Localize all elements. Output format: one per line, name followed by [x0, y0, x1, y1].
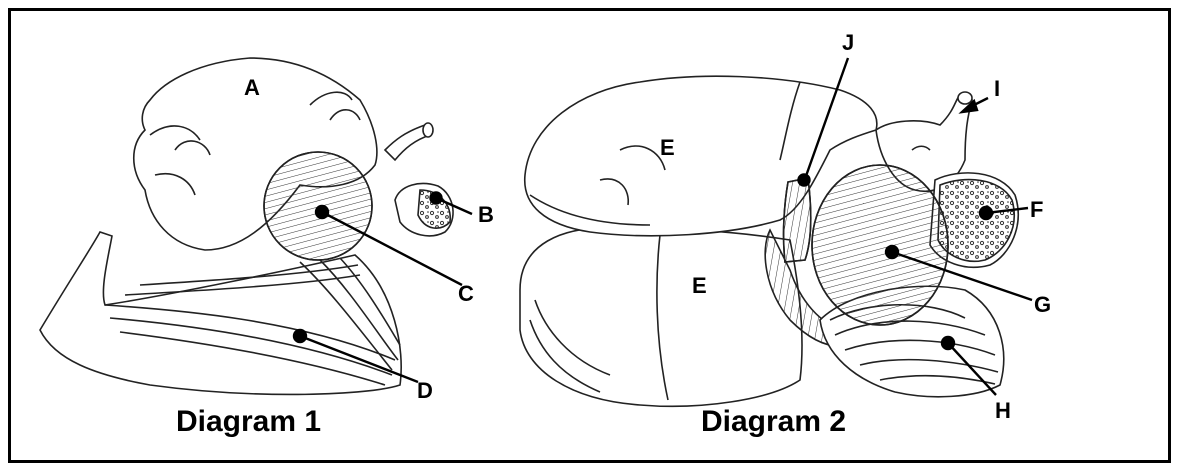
- label-j: J: [842, 32, 854, 54]
- pointer-dot-j: [799, 175, 810, 186]
- label-i: I: [994, 78, 1000, 100]
- label-f: F: [1030, 199, 1043, 221]
- label-g: G: [1034, 294, 1051, 316]
- label-c: C: [458, 283, 474, 305]
- label-h: H: [995, 400, 1011, 422]
- label-a: A: [244, 77, 260, 99]
- label-d: D: [417, 380, 433, 402]
- diagram-2-drawing: [520, 76, 1018, 406]
- caption-diagram-1: Diagram 1: [176, 407, 321, 437]
- label-b: B: [478, 204, 494, 226]
- diagram-1-drawing: [40, 58, 453, 394]
- structure-e-bottom: [520, 228, 802, 407]
- label-e-top: E: [660, 137, 675, 159]
- caption-diagram-2: Diagram 2: [701, 407, 846, 437]
- structure-j: [784, 178, 811, 262]
- label-e-bottom: E: [692, 275, 707, 297]
